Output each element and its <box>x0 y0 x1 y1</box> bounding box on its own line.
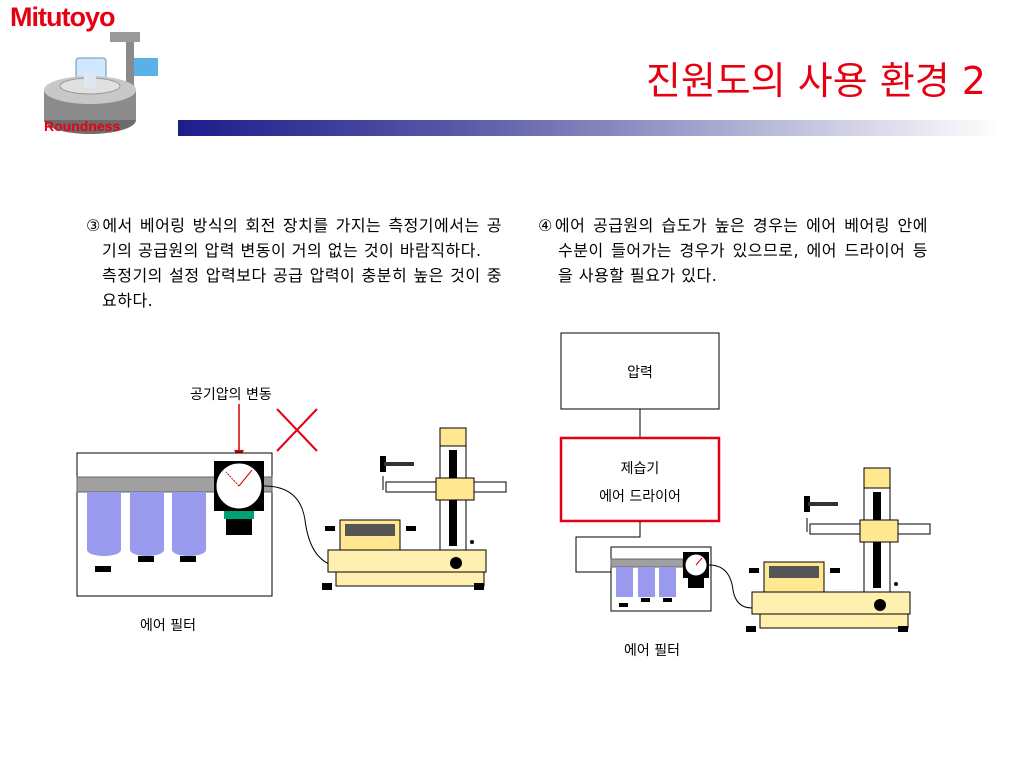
left-paragraph-1: ③에서 베어링 방식의 회전 장치를 가지는 측정기에서는 공기의 공급원의 압… <box>86 216 502 260</box>
left-paragraph-2: 측정기의 설정 압력보다 공급 압력이 충분히 높은 것이 중요하다. <box>102 266 502 310</box>
left-paragraph: ③에서 베어링 방식의 회전 장치를 가지는 측정기에서는 공기의 공급원의 압… <box>86 213 502 313</box>
page-title: 진원도의 사용 환경 2 <box>645 59 986 103</box>
dryer-box-label-2: 에어 드라이어 <box>599 489 681 505</box>
pressure-change-label: 공기압의 변동 <box>190 387 272 403</box>
logo-subtitle: Roundness <box>44 118 121 134</box>
right-paragraph-1: ④에어 공급원의 습도가 높은 경우는 에어 베어링 안에 수분이 들어가는 경… <box>538 216 928 285</box>
measuring-machine-right <box>746 467 931 632</box>
filter-cylinders <box>87 492 206 572</box>
air-filter-label-left: 에어 필터 <box>140 618 196 634</box>
measuring-machine-left <box>322 427 507 590</box>
logo-emblem <box>40 28 170 140</box>
air-filter-label-right: 에어 필터 <box>624 643 680 659</box>
title-gradient-bar <box>178 120 1000 136</box>
brand-logo: Mitutoyo <box>10 2 115 32</box>
pressure-gauge <box>214 461 264 535</box>
dryer-box-label-1: 제습기 <box>620 461 660 477</box>
right-paragraph: ④에어 공급원의 습도가 높은 경우는 에어 베어링 안에 수분이 들어가는 경… <box>538 213 928 288</box>
pressure-box-label: 압력 <box>627 365 653 381</box>
